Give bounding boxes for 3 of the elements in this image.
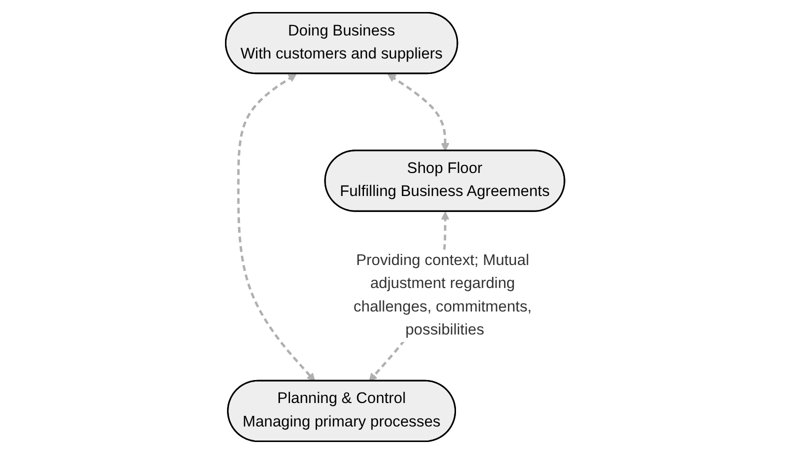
- edge-label: Providing context; Mutual adjustment regarding challenges, commitments, possibilities: [353, 252, 532, 338]
- arrow: [237, 74, 316, 382]
- arrow: [387, 74, 450, 152]
